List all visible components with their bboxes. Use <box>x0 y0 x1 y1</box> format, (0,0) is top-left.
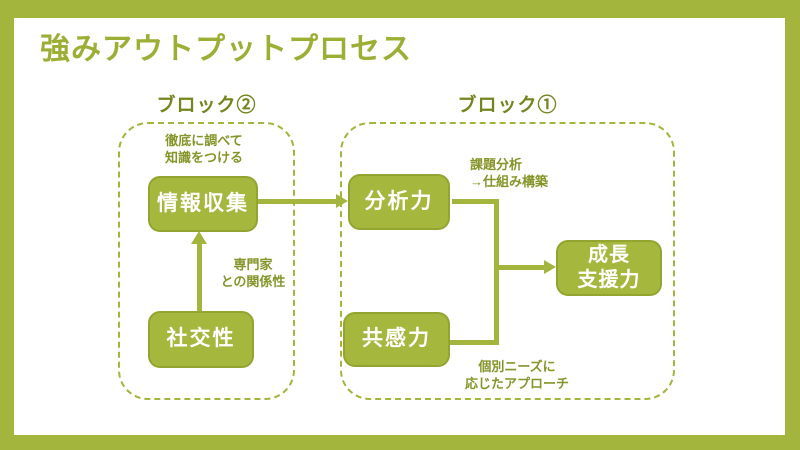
block1-label: ブロック① <box>457 95 558 116</box>
annotation-expert-line1: 専門家 <box>233 257 273 272</box>
arrowhead-right-icon <box>544 260 556 274</box>
node-growth-support-line2: 支援力 <box>577 269 641 291</box>
page-title: 強みアウトプットプロセス <box>40 33 412 66</box>
node-analytical-skill-label: 分析力 <box>364 189 434 213</box>
connector-analysis-out <box>452 199 499 204</box>
node-growth-support: 成長 支援力 <box>556 240 662 296</box>
annotation-needs-line2: 応じたアプローチ <box>464 376 569 391</box>
connector-social-to-info <box>197 244 202 311</box>
annotation-task-line1: 課題分析 <box>470 157 523 172</box>
arrowhead-up-icon <box>191 231 207 244</box>
annotation-expert-line2: との関係性 <box>220 274 286 289</box>
node-information-gathering-label: 情報収集 <box>157 191 249 215</box>
block1-dashed-frame <box>340 122 675 400</box>
node-sociability: 社交性 <box>148 311 254 368</box>
annotation-individual-needs: 個別ニーズに 応じたアプローチ <box>453 358 581 392</box>
connector-merge-vertical <box>494 199 499 345</box>
node-empathy: 共感力 <box>343 312 450 367</box>
annotation-task-analysis: 課題分析 →仕組み構築 <box>470 156 548 190</box>
node-sociability-label: 社交性 <box>166 327 236 351</box>
connector-info-to-analysis <box>258 199 336 204</box>
connector-merge-to-growth <box>499 265 544 270</box>
node-information-gathering: 情報収集 <box>148 176 258 232</box>
annotation-task-line2: →仕組み構築 <box>470 174 549 189</box>
block2-dashed-frame <box>118 122 295 400</box>
annotation-research-line2: 知識をつける <box>164 150 243 165</box>
annotation-research-line1: 徹底に調べて <box>165 133 243 148</box>
node-growth-support-line1: 成長 <box>588 244 630 266</box>
block2-label: ブロック② <box>156 95 257 116</box>
arrowhead-right-icon <box>336 194 348 208</box>
annotation-expert-relationship: 専門家 との関係性 <box>208 256 298 290</box>
node-analytical-skill: 分析力 <box>348 174 450 230</box>
node-empathy-label: 共感力 <box>362 327 431 351</box>
connector-empathy-out <box>450 340 499 345</box>
annotation-research: 徹底に調べて 知識をつける <box>146 132 262 166</box>
annotation-needs-line1: 個別ニーズに <box>478 359 556 374</box>
